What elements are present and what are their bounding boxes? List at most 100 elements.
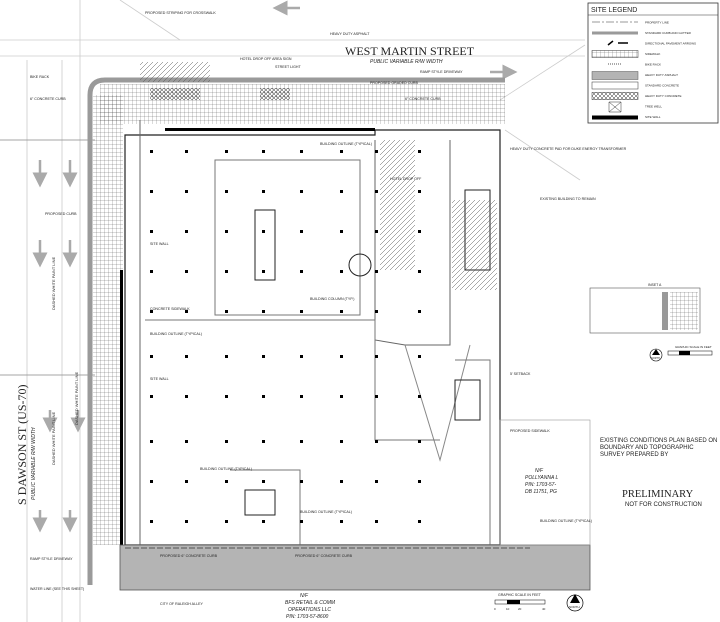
callout-proposed-curb: PROPOSED CURB <box>45 212 77 216</box>
building-column <box>418 480 421 483</box>
north-label: NORTH <box>569 605 580 609</box>
callout-street-light: STREET LIGHT <box>275 65 301 69</box>
legend-item-label: SITE WALL <box>645 115 661 119</box>
site-wall <box>120 270 123 550</box>
callout-bike-rack: BIKE RACK <box>30 75 50 79</box>
building-column <box>225 310 228 313</box>
building-column <box>300 355 303 358</box>
parcel-south-line: BFS RETAIL & COMM <box>285 600 336 606</box>
legend-item: TREE WELL <box>608 101 662 113</box>
callout-ramp-driveway: RAMP STYLE DRIVEWAY <box>420 70 463 74</box>
street-name-north: WEST MARTIN STREET <box>345 44 475 58</box>
scale-tick: 10 <box>506 607 510 611</box>
callout-proposed-sidewalk: PROPOSED SIDEWALK <box>510 429 550 433</box>
legend-item-label: BIKE RACK <box>645 63 661 67</box>
callout-concrete-curb: 6" CONCRETE CURB <box>405 97 441 101</box>
callout-setback: 5' SETBACK <box>510 372 531 376</box>
legend-item-label: HEAVY DUTY CONCRETE <box>645 94 682 98</box>
building-column <box>262 520 265 523</box>
building-column <box>300 230 303 233</box>
building-column <box>150 150 153 153</box>
building-column <box>185 270 188 273</box>
building-column <box>418 520 421 523</box>
building-column <box>375 480 378 483</box>
building-column <box>300 190 303 193</box>
building-column <box>340 520 343 523</box>
building-column <box>185 355 188 358</box>
parcel-south-line: OPERATIONS LLC <box>288 607 331 613</box>
building-column <box>225 150 228 153</box>
building-columns <box>150 150 421 523</box>
legend-title: SITE LEGEND <box>591 7 637 14</box>
survey-notes: EXISTING CONDITIONS PLAN BASED ON BOUNDA… <box>600 438 718 458</box>
west-sidewalk <box>93 95 123 545</box>
inset-north-label: NORTH <box>651 357 660 360</box>
callout-site-wall-2: SITE WALL <box>150 377 169 381</box>
east-parcel-concrete <box>499 419 591 546</box>
building-column <box>418 355 421 358</box>
callout-concrete-sidewalk: CONCRETE SIDEWALK <box>150 307 190 311</box>
street-sub-west: PUBLIC VARIABLE R/W WIDTH <box>31 427 37 500</box>
legend-item: STANDARD CURB AND GUTTER <box>592 31 692 35</box>
building-column <box>418 150 421 153</box>
building-column <box>340 230 343 233</box>
building-column <box>262 395 265 398</box>
building-column <box>185 520 188 523</box>
inset-scale-label: GRAPHIC SCALE IN FEET <box>675 345 712 349</box>
building-column <box>262 440 265 443</box>
building-column <box>300 310 303 313</box>
building-column <box>262 310 265 313</box>
graphic-scale: GRAPHIC SCALE IN FEET 0 10 20 40 <box>494 593 546 611</box>
parcel-east-line: N/F <box>535 468 544 474</box>
building-column <box>150 440 153 443</box>
legend-item: HEAVY DUTY CONCRETE <box>591 92 682 100</box>
building-column <box>418 395 421 398</box>
building-column <box>185 440 188 443</box>
building-column <box>185 310 188 313</box>
building-column <box>225 440 228 443</box>
building-column <box>185 480 188 483</box>
callout-transformer: HEAVY DUTY CONCRETE PAD FOR DUKE ENERGY … <box>510 147 627 151</box>
building-column <box>150 355 153 358</box>
building-column <box>300 480 303 483</box>
parcel-east: N/F POLLYANNA L PIN: 1703-57- DB 11751, … <box>525 468 558 495</box>
inset-a: INSET A GRAPHIC SCALE IN FEET NORTH <box>589 283 713 362</box>
building-column <box>418 190 421 193</box>
building-column <box>262 190 265 193</box>
legend-item: STANDARD CONCRETE <box>591 81 679 90</box>
parcel-east-line: PIN: 1703-57- <box>525 482 556 488</box>
building-column <box>262 355 265 358</box>
hatched-area <box>140 62 210 82</box>
building-column <box>418 440 421 443</box>
stamp-title: PRELIMINARY <box>622 489 694 500</box>
heavy-duty-concrete-north-2 <box>260 88 290 100</box>
callout-building-outline-4: BUILDING OUTLINE (TYPICAL) <box>320 142 372 146</box>
callout-building-outline-3: BUILDING OUTLINE (TYPICAL) <box>300 510 352 514</box>
building-column <box>150 480 153 483</box>
scale-label: GRAPHIC SCALE IN FEET <box>498 593 542 597</box>
legend-item-label: PROPERTY LINE <box>645 21 669 25</box>
building-column <box>150 395 153 398</box>
building-column <box>150 310 153 313</box>
callout-heavy-duty-asphalt: HEAVY DUTY ASPHALT <box>330 32 370 36</box>
building-column <box>375 310 378 313</box>
callout-site-wall: SITE WALL <box>150 242 169 246</box>
building-column <box>375 150 378 153</box>
building-column <box>375 520 378 523</box>
building-column <box>225 355 228 358</box>
callouts: HEAVY DUTY ASPHALT RAMP STYLE DRIVEWAY P… <box>30 11 627 606</box>
street-sub-north: PUBLIC VARIABLE R/W WIDTH <box>370 59 443 65</box>
building-column <box>340 150 343 153</box>
callout-hotel-sign: HOTEL DROP OFF AREA SIGN <box>240 57 292 61</box>
building-column <box>375 440 378 443</box>
hatched-core <box>452 200 497 290</box>
parcel-south-line: N/F <box>300 593 309 599</box>
building-column <box>262 480 265 483</box>
legend-item-label: SIDEWALK <box>645 52 660 56</box>
paint-line-label: DASHED WHITE PAINT LINE <box>51 256 56 310</box>
callout-hotel-drop-off: HOTEL DROP OFF <box>390 177 422 181</box>
building-column <box>300 150 303 153</box>
building-column <box>340 440 343 443</box>
scale-tick: 0 <box>494 607 496 611</box>
